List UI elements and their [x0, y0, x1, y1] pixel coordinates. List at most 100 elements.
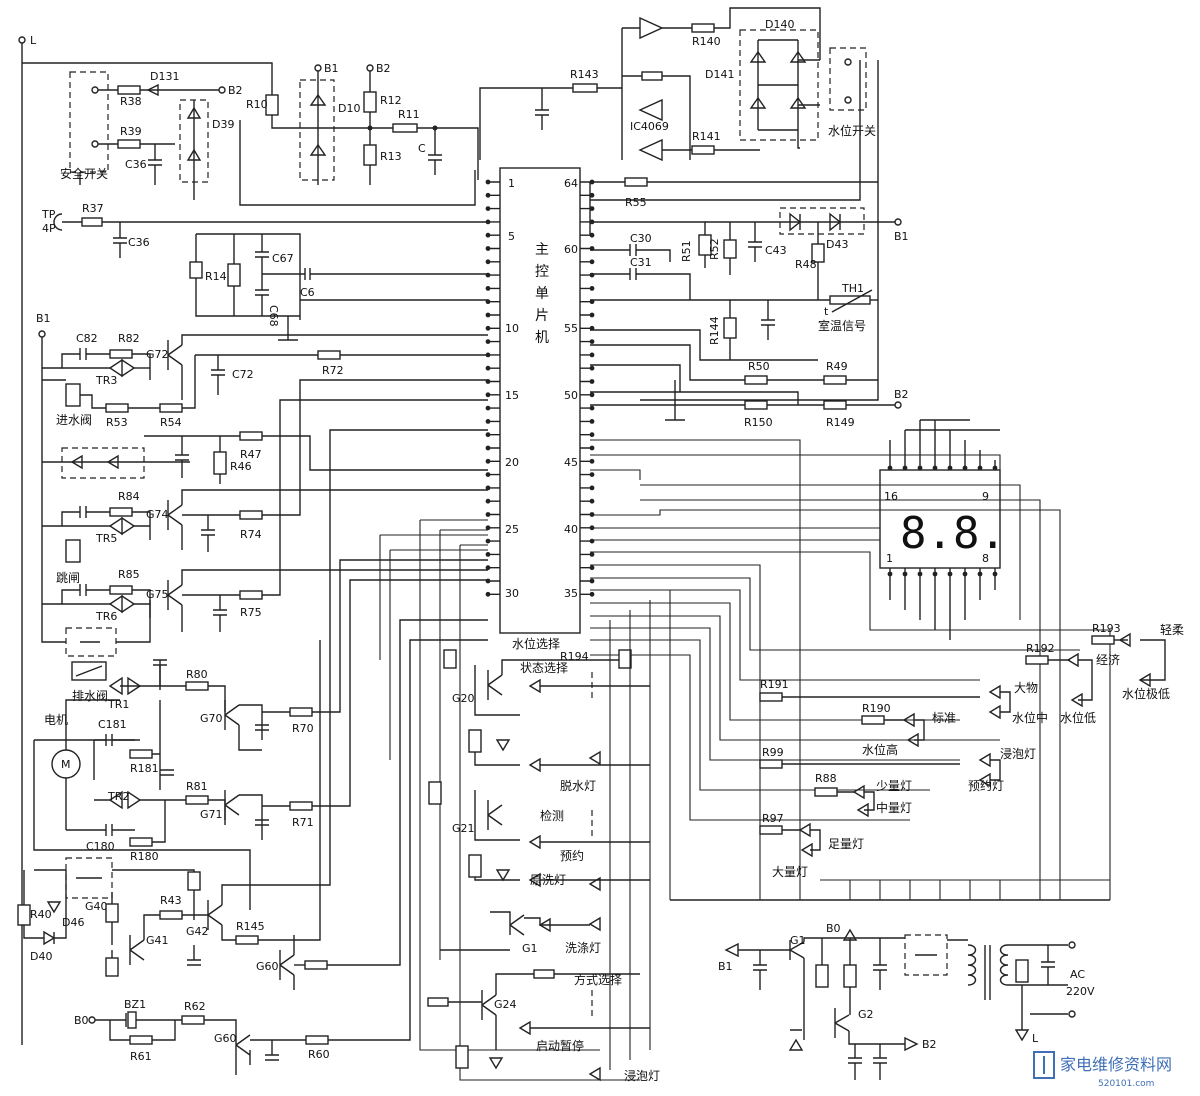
label-D131: D131 — [150, 70, 179, 83]
label-C31: C31 — [630, 256, 652, 269]
label-R52: R52 — [708, 238, 721, 260]
watermark: 家电维修资料网 520101.com — [1033, 1051, 1172, 1089]
label-R82: R82 — [118, 332, 140, 345]
oscillator-section: R14 C67 C68 C6 — [189, 233, 488, 341]
display-pin-dot — [932, 465, 938, 471]
label-safety-switch: 安全开关 — [60, 166, 108, 181]
label-R145: R145 — [236, 920, 265, 933]
label-G20: G20 — [452, 692, 475, 705]
led-bus — [590, 439, 1111, 900]
mcu-pin-10: 10 — [505, 322, 519, 335]
pin-junction-dot — [485, 565, 491, 571]
watermark-text: 家电维修资料网 — [1060, 1055, 1172, 1074]
label-D10: D10 — [338, 102, 360, 115]
display-digits: 8.8. — [900, 508, 1006, 559]
mcu-pin-50: 50 — [564, 389, 578, 402]
label-B0-left: B0 — [74, 1014, 89, 1027]
trip-detect-section: R47 R46 — [42, 431, 488, 484]
pin-junction-dot — [589, 392, 595, 398]
label-R38: R38 — [120, 95, 142, 108]
power-supply-section: B1 G1 B0 G2 B2 AC 220V — [718, 922, 1095, 1080]
label-soak-wash-lamp: 原洗灯 — [530, 873, 566, 887]
label-B2-supply: B2 — [922, 1038, 937, 1051]
pin-junction-dot — [485, 365, 491, 371]
display-pin-dot — [962, 465, 968, 471]
label-TP: TP — [41, 208, 56, 221]
label-C36-top: C36 — [125, 158, 147, 171]
mcu-chip: 主 控 单 片 机 1 5 10 15 20 25 30 35 40 45 50… — [485, 167, 595, 634]
display-pin-dot — [992, 571, 998, 577]
pin-junction-dot — [589, 445, 595, 451]
label-reserve-lamp: 预约灯 — [968, 778, 1004, 793]
display-pin-1: 1 — [886, 552, 893, 565]
display-pin-dot — [977, 571, 983, 577]
label-D141: D141 — [705, 68, 734, 81]
pin-junction-dot — [485, 339, 491, 344]
pin-junction-dot — [589, 552, 595, 557]
pin-junction-dot — [589, 472, 595, 477]
label-R10: R10 — [246, 98, 268, 111]
terminal-L-top: L — [30, 34, 37, 47]
label-motor: 电机 — [44, 713, 68, 727]
mcu-pin-35: 35 — [564, 587, 578, 600]
pin-junction-dot — [485, 286, 491, 291]
pin-junction-dot — [589, 591, 595, 597]
label-D46: D46 — [62, 916, 84, 929]
label-R55: R55 — [625, 196, 647, 209]
inlet-valve-section: B1 C82 R82 TR3 进水阀 R53 R54 G72 R72 C72 — [36, 312, 488, 630]
label-water-level-select: 水位选择 — [512, 636, 560, 651]
label-D39: D39 — [212, 118, 234, 131]
label-R54: R54 — [160, 416, 182, 429]
key-scan-section: G20 水位选择 R194 状态选择 脱水灯 G21 检测 预约 原洗灯 G1 — [379, 519, 1110, 1083]
pin-junction-dot — [589, 498, 595, 504]
label-G21: G21 — [452, 822, 475, 835]
label-R141: R141 — [692, 130, 721, 143]
label-R150: R150 — [744, 416, 773, 429]
pin-junction-dot — [589, 565, 595, 571]
mcu-pin-1: 1 — [508, 177, 515, 190]
label-R60: R60 — [308, 1048, 330, 1061]
label-C181: C181 — [98, 718, 127, 731]
motor-symbol: M — [61, 758, 71, 771]
label-D40: D40 — [30, 950, 52, 963]
label-G60-lower: G60 — [214, 1032, 237, 1045]
label-state-select: 状态选择 — [520, 661, 568, 675]
mcu-name-1: 主 — [535, 242, 549, 258]
pin-junction-dot — [485, 432, 491, 438]
label-G40: G40 — [85, 900, 108, 913]
label-G41: G41 — [146, 934, 169, 947]
mcu-pin-45: 45 — [564, 456, 578, 469]
label-R62: R62 — [184, 1000, 206, 1013]
label-R43: R43 — [160, 894, 182, 907]
label-soak-lamp-bottom: 浸泡灯 — [624, 1069, 660, 1083]
label-B2-top: B2 — [376, 62, 391, 75]
label-C36-mid: C36 — [128, 236, 150, 249]
display-pin-dot — [947, 465, 953, 471]
buzzer-section: G60 B0 BZ1 R61 R62 G60 R60 — [74, 619, 488, 1075]
label-R190: R190 — [862, 702, 891, 715]
pin-junction-dot — [589, 286, 595, 291]
pin-junction-dot — [485, 325, 491, 331]
label-B1-left: B1 — [36, 312, 51, 325]
label-B1-right: B1 — [894, 230, 909, 243]
pin-junction-dot — [485, 259, 491, 265]
water-level-switch-section: R143 R140 IC4069 R141 D140 D141 — [479, 7, 879, 401]
label-TR5: TR5 — [95, 532, 117, 545]
label-B1-supply: B1 — [718, 960, 733, 973]
label-wash-lamp: 洗涤灯 — [565, 941, 601, 955]
label-G42: G42 — [186, 925, 209, 938]
display-pin-16: 16 — [884, 490, 898, 503]
pin-junction-dot — [589, 339, 595, 344]
label-R81: R81 — [186, 780, 208, 793]
label-water-level-low: 水位低 — [1060, 710, 1096, 725]
label-R50: R50 — [748, 360, 770, 373]
label-R72: R72 — [322, 364, 344, 377]
label-t: t — [824, 305, 829, 318]
label-TR6: TR6 — [95, 610, 117, 623]
label-R191: R191 — [760, 678, 789, 691]
zero-cross-section: G40 R40 D40 D46 G41 R43 G42 R145 — [17, 429, 488, 977]
label-full-lamp: 足量灯 — [828, 837, 864, 851]
label-TR1: TR1 — [107, 698, 129, 711]
label-G1-key: G1 — [522, 942, 538, 955]
